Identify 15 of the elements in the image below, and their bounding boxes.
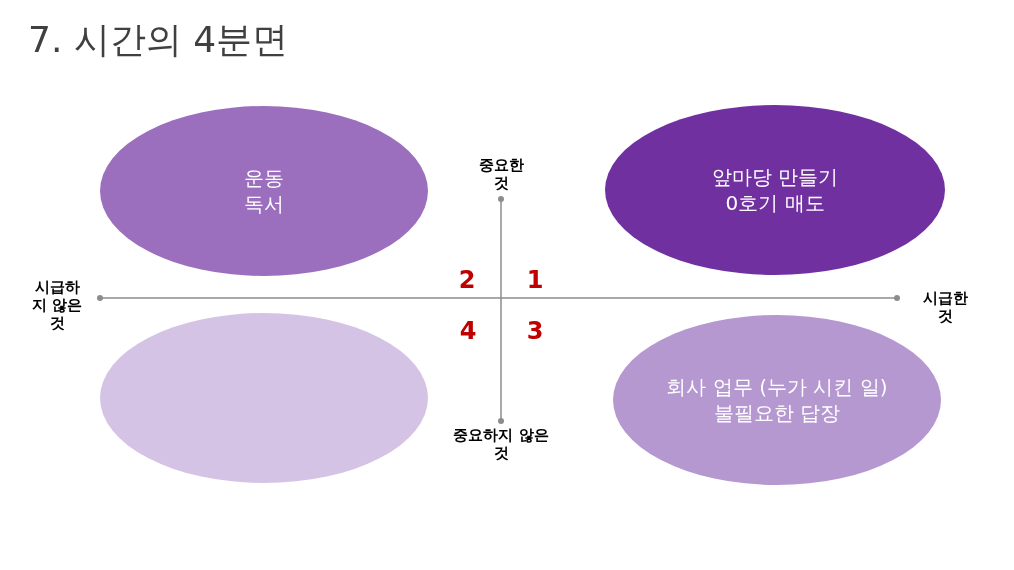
quadrant-number: 3 <box>526 317 544 345</box>
task-text: 독서 <box>244 191 284 217</box>
task-text: 운동 <box>244 165 284 191</box>
task-text: 앞마당 만들기 <box>711 164 839 190</box>
quadrant-number: 1 <box>526 266 544 294</box>
quadrant-number: 2 <box>458 266 476 294</box>
task-text: 불필요한 답장 <box>713 400 841 426</box>
axis-label: 시급하지 않은 것 <box>31 278 83 332</box>
slide-title: 7. 시간의 4분면 <box>28 18 289 62</box>
axis-label: 중요한 것 <box>477 156 525 192</box>
axis-label: 중요하지 않은 것 <box>452 426 550 462</box>
task-text: 회사 업무 (누가 시킨 일) <box>666 374 888 400</box>
axis-label: 시급한 것 <box>921 289 969 325</box>
quadrant-number: 4 <box>459 317 477 345</box>
task-text: 0호기 매도 <box>725 190 825 216</box>
